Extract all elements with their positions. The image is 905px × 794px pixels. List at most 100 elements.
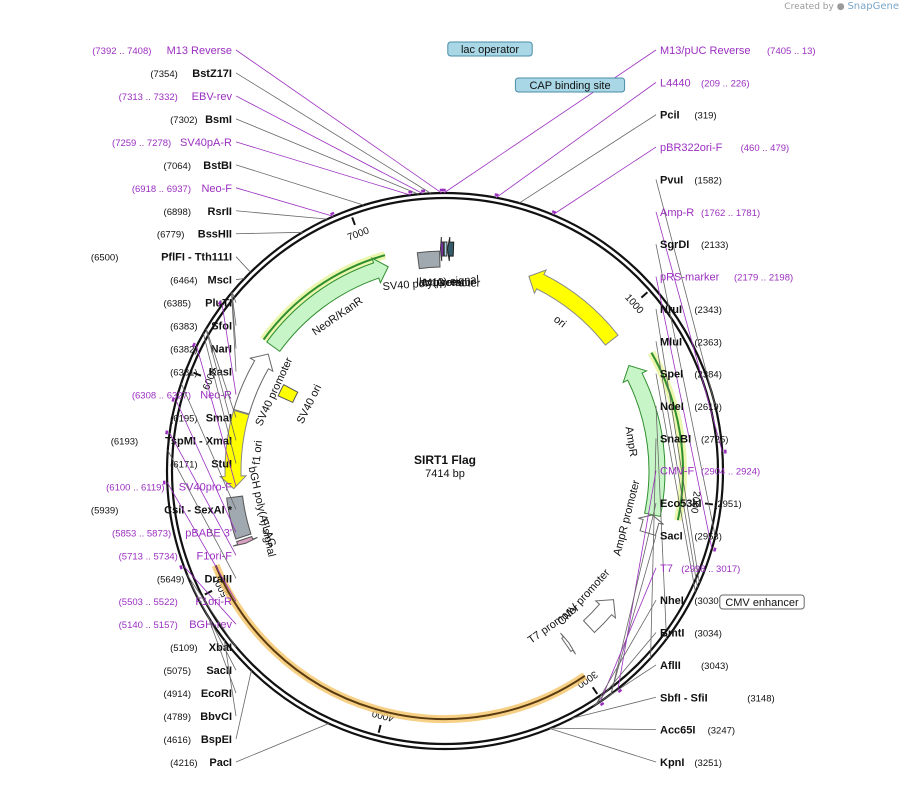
site-label-msci[interactable]: MscI(6464)	[170, 275, 232, 287]
primer-label-pbabe-3[interactable]: pBABE 3'(5853 .. 5873)	[112, 527, 232, 539]
leader-line	[231, 292, 237, 326]
site-label-acc65i[interactable]: Acc65I(3247)	[660, 725, 735, 737]
feature-neor-kanr[interactable]	[266, 257, 389, 353]
leader-line	[495, 82, 657, 199]
label-range: (2904 .. 2924)	[701, 467, 760, 478]
site-label-sbfi-sfii[interactable]: SbfI - SfiI(3148)	[660, 692, 775, 704]
feature-box-cmv-enhancer[interactable]: CMV enhancer	[719, 594, 805, 610]
site-label-nhei[interactable]: NheI(3030)	[660, 595, 722, 607]
site-label-smai[interactable]: SmaI(6195)	[170, 412, 232, 424]
primer-label-neo-r[interactable]: Neo-R(6308 .. 6327)	[132, 390, 232, 402]
feature-f1-ori[interactable]	[218, 409, 250, 490]
site-label-paci[interactable]: PacI(4216)	[170, 757, 232, 769]
primer-label-bgh-rev[interactable]: BGH-rev(5140 .. 5157)	[119, 619, 233, 631]
site-label-pvui[interactable]: PvuI(1582)	[660, 174, 722, 186]
site-label-pflfi-tth111i[interactable]: PflFI - Tth111I(6500)	[91, 252, 232, 264]
feature-flag[interactable]	[232, 535, 258, 547]
feature-bgh-poly-a-signal[interactable]	[226, 495, 252, 540]
primer-label-f1ori-r[interactable]: F1ori-R(5503 .. 5522)	[119, 596, 232, 608]
site-label-tspmi-xmai[interactable]: TspMI - XmaI(6193)	[111, 435, 232, 447]
primer-label-neo-f[interactable]: Neo-F(6918 .. 6937)	[132, 183, 232, 195]
primer-label-cmv-f[interactable]: CMV-F(2904 .. 2924)	[660, 466, 760, 478]
primer-label-m13-reverse[interactable]: M13 Reverse(7392 .. 7408)	[92, 45, 232, 57]
site-label-kasi[interactable]: KasI(6381)	[170, 367, 232, 379]
backbone-ring	[165, 191, 725, 751]
site-label-pluti[interactable]: PluTI(6385)	[164, 298, 232, 310]
label-range: (2179 .. 2198)	[734, 273, 793, 284]
feature-label-f1-ori: f1 ori	[251, 440, 265, 466]
feature-m13-rev[interactable]	[439, 236, 445, 262]
primer-label-amp-r[interactable]: Amp-R(1762 .. 1781)	[660, 207, 760, 219]
site-label-mlui[interactable]: MluI(2363)	[660, 336, 722, 348]
label-name: pBABE 3'	[185, 527, 232, 539]
site-label-sfoi[interactable]: SfoI(6383)	[170, 321, 232, 333]
feature-lac-operator[interactable]	[443, 241, 448, 257]
site-label-nrui[interactable]: NruI(2343)	[660, 304, 722, 316]
label-range: (2953)	[694, 531, 721, 542]
feature-cmv-promoter[interactable]	[582, 599, 617, 634]
feature-sv40-poly-a-signal[interactable]	[416, 250, 441, 270]
leader-line	[221, 304, 237, 395]
label-name: F1ori-R	[195, 596, 232, 608]
label-range: (5140 .. 5157)	[119, 620, 178, 631]
label-name: KpnI	[660, 757, 684, 769]
label-range: (2951)	[714, 499, 741, 510]
site-label-bstbi[interactable]: BstBI(7064)	[164, 160, 232, 172]
label-name: pRS-marker	[660, 272, 720, 284]
site-label-eco53ki[interactable]: Eco53kI(2951)	[660, 498, 742, 510]
feature-sv40-promoter[interactable]	[233, 353, 274, 415]
label-name: PciI	[660, 110, 680, 122]
label-range: (6500)	[91, 253, 118, 264]
plasmid-name: SIRT1 Flag	[414, 453, 476, 467]
site-label-rsrii[interactable]: RsrII(6898)	[164, 206, 232, 218]
label-range: (7259 .. 7278)	[112, 138, 171, 149]
label-name: SV40pro-F	[179, 481, 232, 493]
primer-label-ebv-rev[interactable]: EBV-rev(7313 .. 7332)	[119, 91, 233, 103]
leader-line	[205, 328, 237, 418]
site-label-pcii[interactable]: PciI(319)	[660, 110, 717, 122]
primer-label-pbr322ori-f[interactable]: pBR322ori-F(460 .. 479)	[660, 142, 789, 154]
site-label-ndei[interactable]: NdeI(2619)	[660, 401, 722, 413]
site-label-ecori[interactable]: EcoRI(4914)	[164, 688, 232, 700]
site-label-sacii[interactable]: SacII(5075)	[164, 665, 232, 677]
site-label-saci[interactable]: SacI(2953)	[660, 530, 722, 542]
leader-line	[235, 141, 411, 196]
primer-label-m13-puc-reverse[interactable]: M13/pUC Reverse(7405 .. 13)	[660, 45, 816, 57]
feature-box-cap-binding-site[interactable]: CAP binding site	[514, 77, 626, 93]
feature-sv40-ori[interactable]	[277, 384, 299, 404]
site-label-bbvci[interactable]: BbvCI(4789)	[164, 711, 232, 723]
site-label-bsshii[interactable]: BssHII(6779)	[157, 229, 232, 241]
feature-box-lac-operator[interactable]: lac operator	[447, 41, 533, 57]
primer-label-f1ori-f[interactable]: F1ori-F(5713 .. 5734)	[119, 550, 233, 562]
feature-label-lac-promoter: lac promoter	[419, 276, 481, 290]
site-label-bspei[interactable]: BspEI(4616)	[164, 734, 232, 746]
site-label-spei[interactable]: SpeI(2384)	[660, 369, 722, 381]
site-label-snabi[interactable]: SnaBI(2725)	[660, 433, 728, 445]
leader-line	[595, 599, 657, 705]
site-label-kpni[interactable]: KpnI(3251)	[660, 757, 722, 769]
primer-label-t7[interactable]: T7(2998 .. 3017)	[660, 563, 740, 575]
label-name: BsmI	[205, 114, 232, 126]
leader-line	[617, 470, 657, 689]
site-label-bstz17i[interactable]: BstZ17I(7354)	[150, 68, 232, 80]
label-name: StuI	[211, 458, 232, 470]
site-label-bmti[interactable]: BmtI(3034)	[660, 628, 722, 640]
site-label-nari[interactable]: NarI(6382)	[170, 344, 232, 356]
primer-label-l4440[interactable]: L4440(209 .. 226)	[660, 77, 750, 89]
primer-label-prs-marker[interactable]: pRS-marker (2179 .. 2198)	[660, 272, 793, 284]
site-label-stui[interactable]: StuI(6171)	[170, 458, 232, 470]
leader-line	[655, 276, 713, 549]
primer-label-sv40pro-f[interactable]: SV40pro-F(6100 .. 6119)	[106, 481, 232, 493]
tick-label: 7000	[346, 225, 371, 243]
primer-mark	[713, 547, 717, 552]
primer-mark	[599, 701, 605, 707]
primer-label-sv40pa-r[interactable]: SV40pA-R(7259 .. 7278)	[112, 137, 232, 149]
site-label-sgrdi[interactable]: SgrDI(2133)	[660, 239, 728, 251]
site-label-aflii[interactable]: AflII(3043)	[660, 660, 728, 672]
feature-t7-promoter[interactable]	[560, 632, 577, 655]
feature-ori[interactable]	[528, 269, 619, 346]
feature-lac-promoter[interactable]	[446, 236, 455, 262]
site-label-bsmi[interactable]: BsmI(7302)	[170, 114, 232, 126]
plasmid-size: 7414 bp	[425, 468, 465, 480]
